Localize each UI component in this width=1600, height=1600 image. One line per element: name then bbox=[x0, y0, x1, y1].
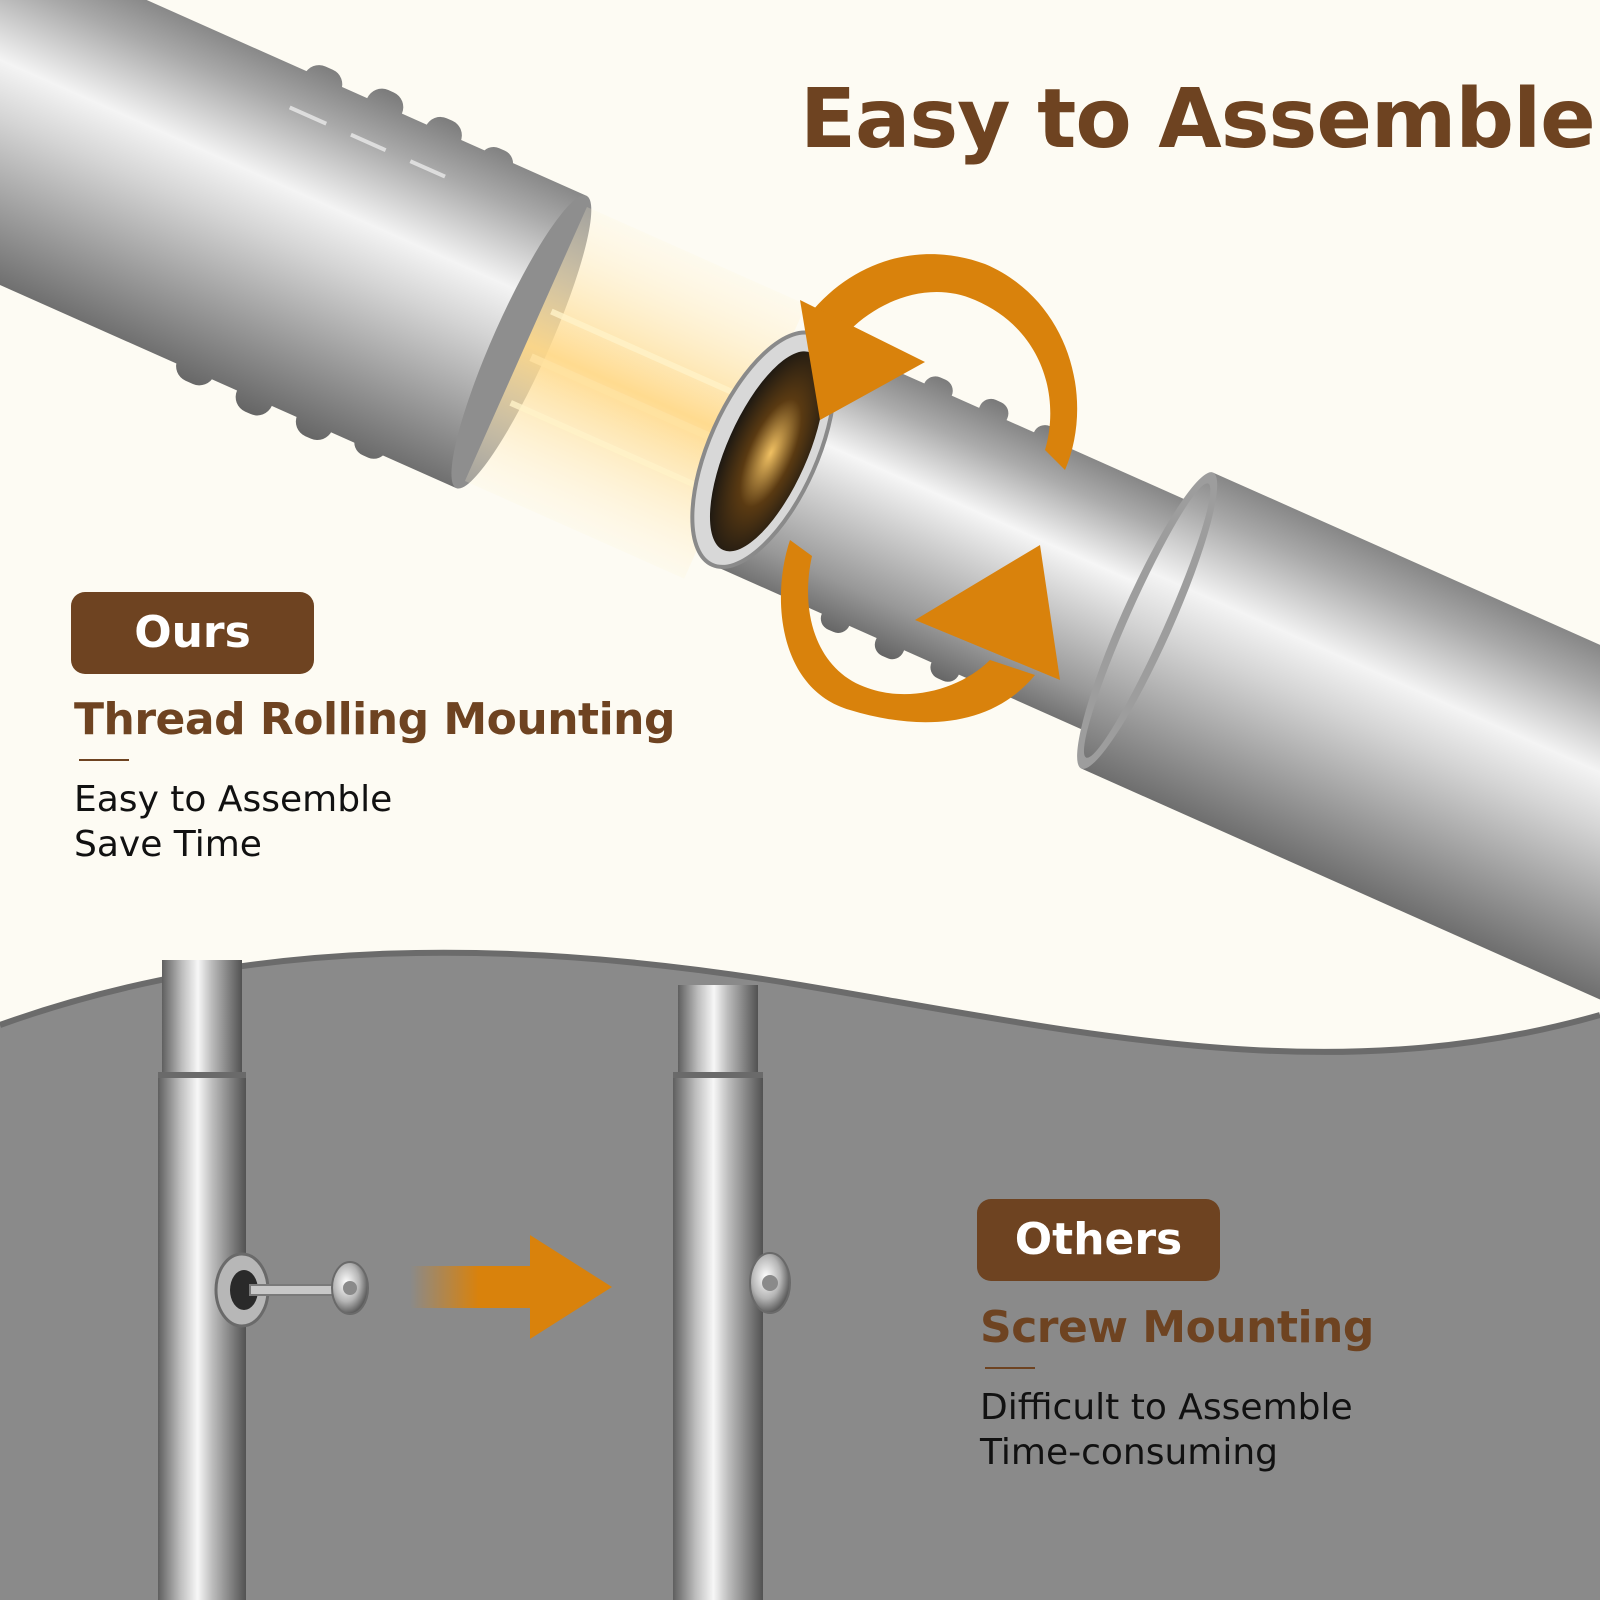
others-drawback-2: Time-consuming bbox=[980, 1432, 1279, 1473]
ours-method-title: Thread Rolling Mounting bbox=[74, 694, 675, 745]
rotation-arrows-icon bbox=[780, 254, 1078, 723]
right-arrow-icon bbox=[410, 1235, 612, 1339]
ours-divider bbox=[79, 759, 129, 761]
others-drawbacks: Difficult to Assemble Time-consuming bbox=[980, 1385, 1353, 1475]
pole-before bbox=[158, 960, 270, 1600]
pole-after bbox=[673, 985, 791, 1600]
screw-icon bbox=[249, 1261, 369, 1315]
others-badge: Others bbox=[977, 1199, 1220, 1281]
ours-benefit-1: Easy to Assemble bbox=[74, 779, 393, 820]
threaded-pipe bbox=[0, 0, 1600, 1070]
others-method-title: Screw Mounting bbox=[980, 1302, 1374, 1353]
ours-benefits: Easy to Assemble Save Time bbox=[74, 777, 392, 867]
ours-benefit-2: Save Time bbox=[74, 824, 262, 865]
others-divider bbox=[985, 1367, 1035, 1369]
headline: Easy to Assemble bbox=[800, 72, 1596, 167]
ours-badge: Ours bbox=[71, 592, 314, 674]
others-drawback-1: Difficult to Assemble bbox=[980, 1387, 1353, 1428]
comparison-panel bbox=[0, 952, 1600, 1600]
